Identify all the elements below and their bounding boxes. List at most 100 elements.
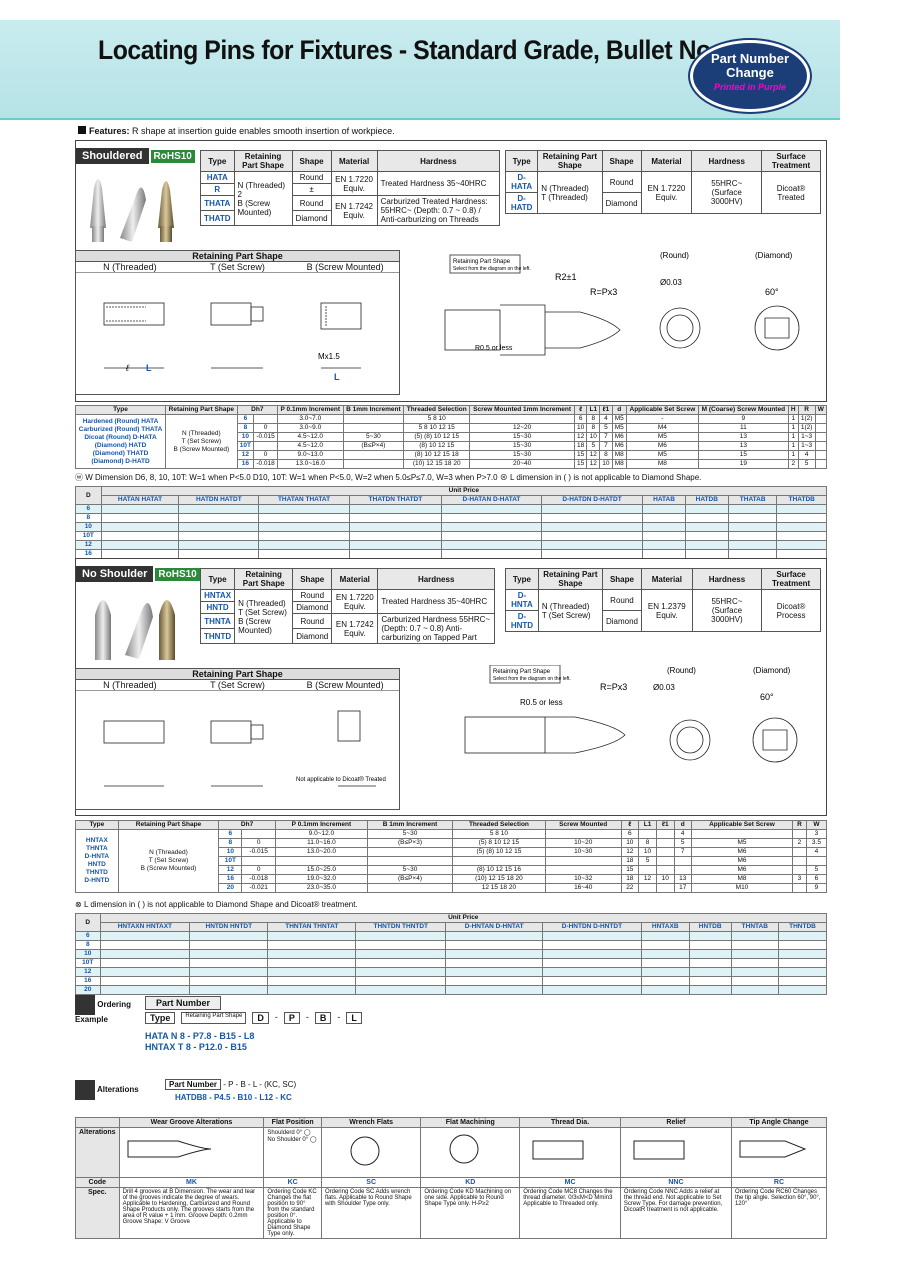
shape-label: T (Set Screw) bbox=[181, 437, 222, 445]
round-label: (Round) bbox=[660, 251, 689, 260]
price-col: HNTDB bbox=[688, 922, 732, 932]
price-cell bbox=[267, 949, 357, 959]
alt-spec: Ordering Code MC8 Changes the thread dia… bbox=[519, 1187, 621, 1239]
table-cell bbox=[656, 847, 675, 857]
d-cell: 8 bbox=[218, 838, 243, 848]
price-cell bbox=[99, 985, 191, 995]
retaining-shape-title: Retaining Part Shape bbox=[76, 669, 399, 680]
table-cell: 19 bbox=[697, 459, 789, 469]
table-cell bbox=[792, 865, 807, 875]
alt-spec: Drill 4 grooves at B Dimension. The wear… bbox=[118, 1187, 265, 1239]
pt-col: B 1mm Increment bbox=[342, 405, 405, 415]
retaining-shape-drawings-2: Not applicable to Dicoat® Treated bbox=[103, 710, 386, 787]
price-col: THATDN THATDT bbox=[348, 495, 443, 505]
price-cell bbox=[777, 940, 828, 950]
table-cell: 12 bbox=[573, 432, 588, 442]
price-d: 10 bbox=[75, 949, 101, 959]
no-shoulder-dimension-drawing: Retaining Part Shape Select from the dia… bbox=[464, 665, 798, 763]
alt-col: Thread Dia. bbox=[519, 1117, 621, 1128]
price-cell bbox=[189, 976, 269, 986]
table-cell: 15 bbox=[620, 865, 640, 875]
table-cell: M6 bbox=[611, 432, 627, 442]
table-cell: 12 bbox=[638, 874, 658, 884]
table-cell: 12 bbox=[586, 459, 601, 469]
badge-line1: Part Number bbox=[710, 51, 790, 66]
alt-img-sc bbox=[320, 1127, 422, 1178]
shape-b-label: B (Screw Mounted) bbox=[306, 680, 384, 690]
price-col: THATAN THATAT bbox=[258, 495, 350, 505]
type-label: THNTD bbox=[85, 869, 108, 876]
price-col: HATDN HATDT bbox=[178, 495, 260, 505]
select-note: Select from the diagram on the left. bbox=[493, 676, 571, 682]
price-cell bbox=[688, 931, 732, 941]
w-note: ⓦ W Dimension D6, 8, 10, 10T: W=1 when P… bbox=[75, 473, 702, 482]
table-cell bbox=[452, 856, 546, 866]
table-cell: 5 8 10 bbox=[452, 829, 546, 839]
shape-group: N (Threaded)T (Set Screw)B (Screw Mounte… bbox=[165, 414, 238, 469]
table-cell bbox=[342, 450, 405, 460]
shape-t-label: T (Set Screw) bbox=[210, 262, 265, 272]
alter-template: Part Number - P - B - L - (KC, SC) bbox=[165, 1079, 296, 1090]
table-cell: 6 bbox=[805, 874, 828, 884]
table-cell: (10) 12 15 18 20 bbox=[403, 459, 471, 469]
price-cell bbox=[640, 958, 690, 968]
alt-col: Wrench Flats bbox=[320, 1117, 422, 1128]
table-cell: 12 bbox=[620, 847, 640, 857]
table-cell: 1(2) bbox=[797, 414, 816, 424]
d-cell: 10T bbox=[236, 441, 255, 451]
table-cell bbox=[792, 829, 807, 839]
price-cell bbox=[730, 976, 779, 986]
retaining-shape-box-2: Retaining Part Shape N (Threaded) T (Set… bbox=[75, 668, 400, 810]
table-cell bbox=[342, 414, 405, 424]
section-title: Shouldered bbox=[76, 148, 149, 164]
table-cell: 23.0~35.0 bbox=[274, 883, 368, 893]
price-cell bbox=[99, 940, 191, 950]
table-cell bbox=[814, 459, 828, 469]
table-cell bbox=[792, 856, 807, 866]
hardness-cell: 55HRC~ (Surface 3000HV) bbox=[691, 589, 763, 632]
price-cell bbox=[541, 949, 642, 959]
col-shape: Shape bbox=[291, 150, 332, 172]
price-cell bbox=[776, 504, 827, 514]
shape-cell: Round bbox=[291, 171, 332, 184]
price-d: 8 bbox=[75, 940, 101, 950]
table-cell: M4 bbox=[625, 423, 699, 433]
type-label: Carburized (Round) THATA bbox=[78, 425, 163, 433]
alt-code: SC bbox=[320, 1177, 422, 1188]
shape-t-label: T (Set Screw) bbox=[210, 680, 265, 690]
price-cell bbox=[540, 504, 644, 514]
table-cell: 3 bbox=[805, 829, 828, 839]
table-cell bbox=[673, 856, 692, 866]
price-cell bbox=[99, 976, 191, 986]
alt-img-rc bbox=[730, 1127, 828, 1178]
table-cell: M6 bbox=[625, 441, 699, 451]
type-label: Hardened (Round) HATA bbox=[82, 417, 159, 425]
hardness-cell: 55HRC~ (Surface 3000HV) bbox=[691, 171, 763, 214]
material-cell: EN 1.7220 Equiv. bbox=[330, 171, 378, 196]
table-cell: 5 8 10 bbox=[403, 414, 471, 424]
col-hardness: Hardness bbox=[691, 150, 763, 172]
alt-code: RC bbox=[730, 1177, 828, 1188]
pt-col: Applicable Set Screw bbox=[625, 405, 699, 415]
table-cell: 10 bbox=[573, 423, 588, 433]
material-cell: EN 1.2379 Equiv. bbox=[640, 589, 693, 632]
table-cell: M6 bbox=[690, 847, 794, 857]
badge-line2: Change bbox=[726, 65, 774, 80]
col-hardness: Hardness bbox=[377, 568, 495, 590]
table-cell: 4 bbox=[673, 829, 692, 839]
shape-label: N (Threaded) bbox=[182, 429, 221, 437]
price-d: 10 bbox=[75, 522, 102, 532]
table-cell bbox=[544, 865, 622, 875]
shape-label: N (Threaded) bbox=[149, 849, 188, 856]
price-row: 8 bbox=[75, 940, 828, 950]
price-cell bbox=[777, 985, 828, 995]
price-cell bbox=[540, 522, 644, 532]
table-cell bbox=[814, 414, 828, 424]
table-cell: 15 bbox=[573, 450, 588, 460]
price-cell bbox=[348, 504, 443, 514]
table-cell: 5 bbox=[599, 423, 613, 433]
table-cell: -0.018 bbox=[253, 459, 278, 469]
